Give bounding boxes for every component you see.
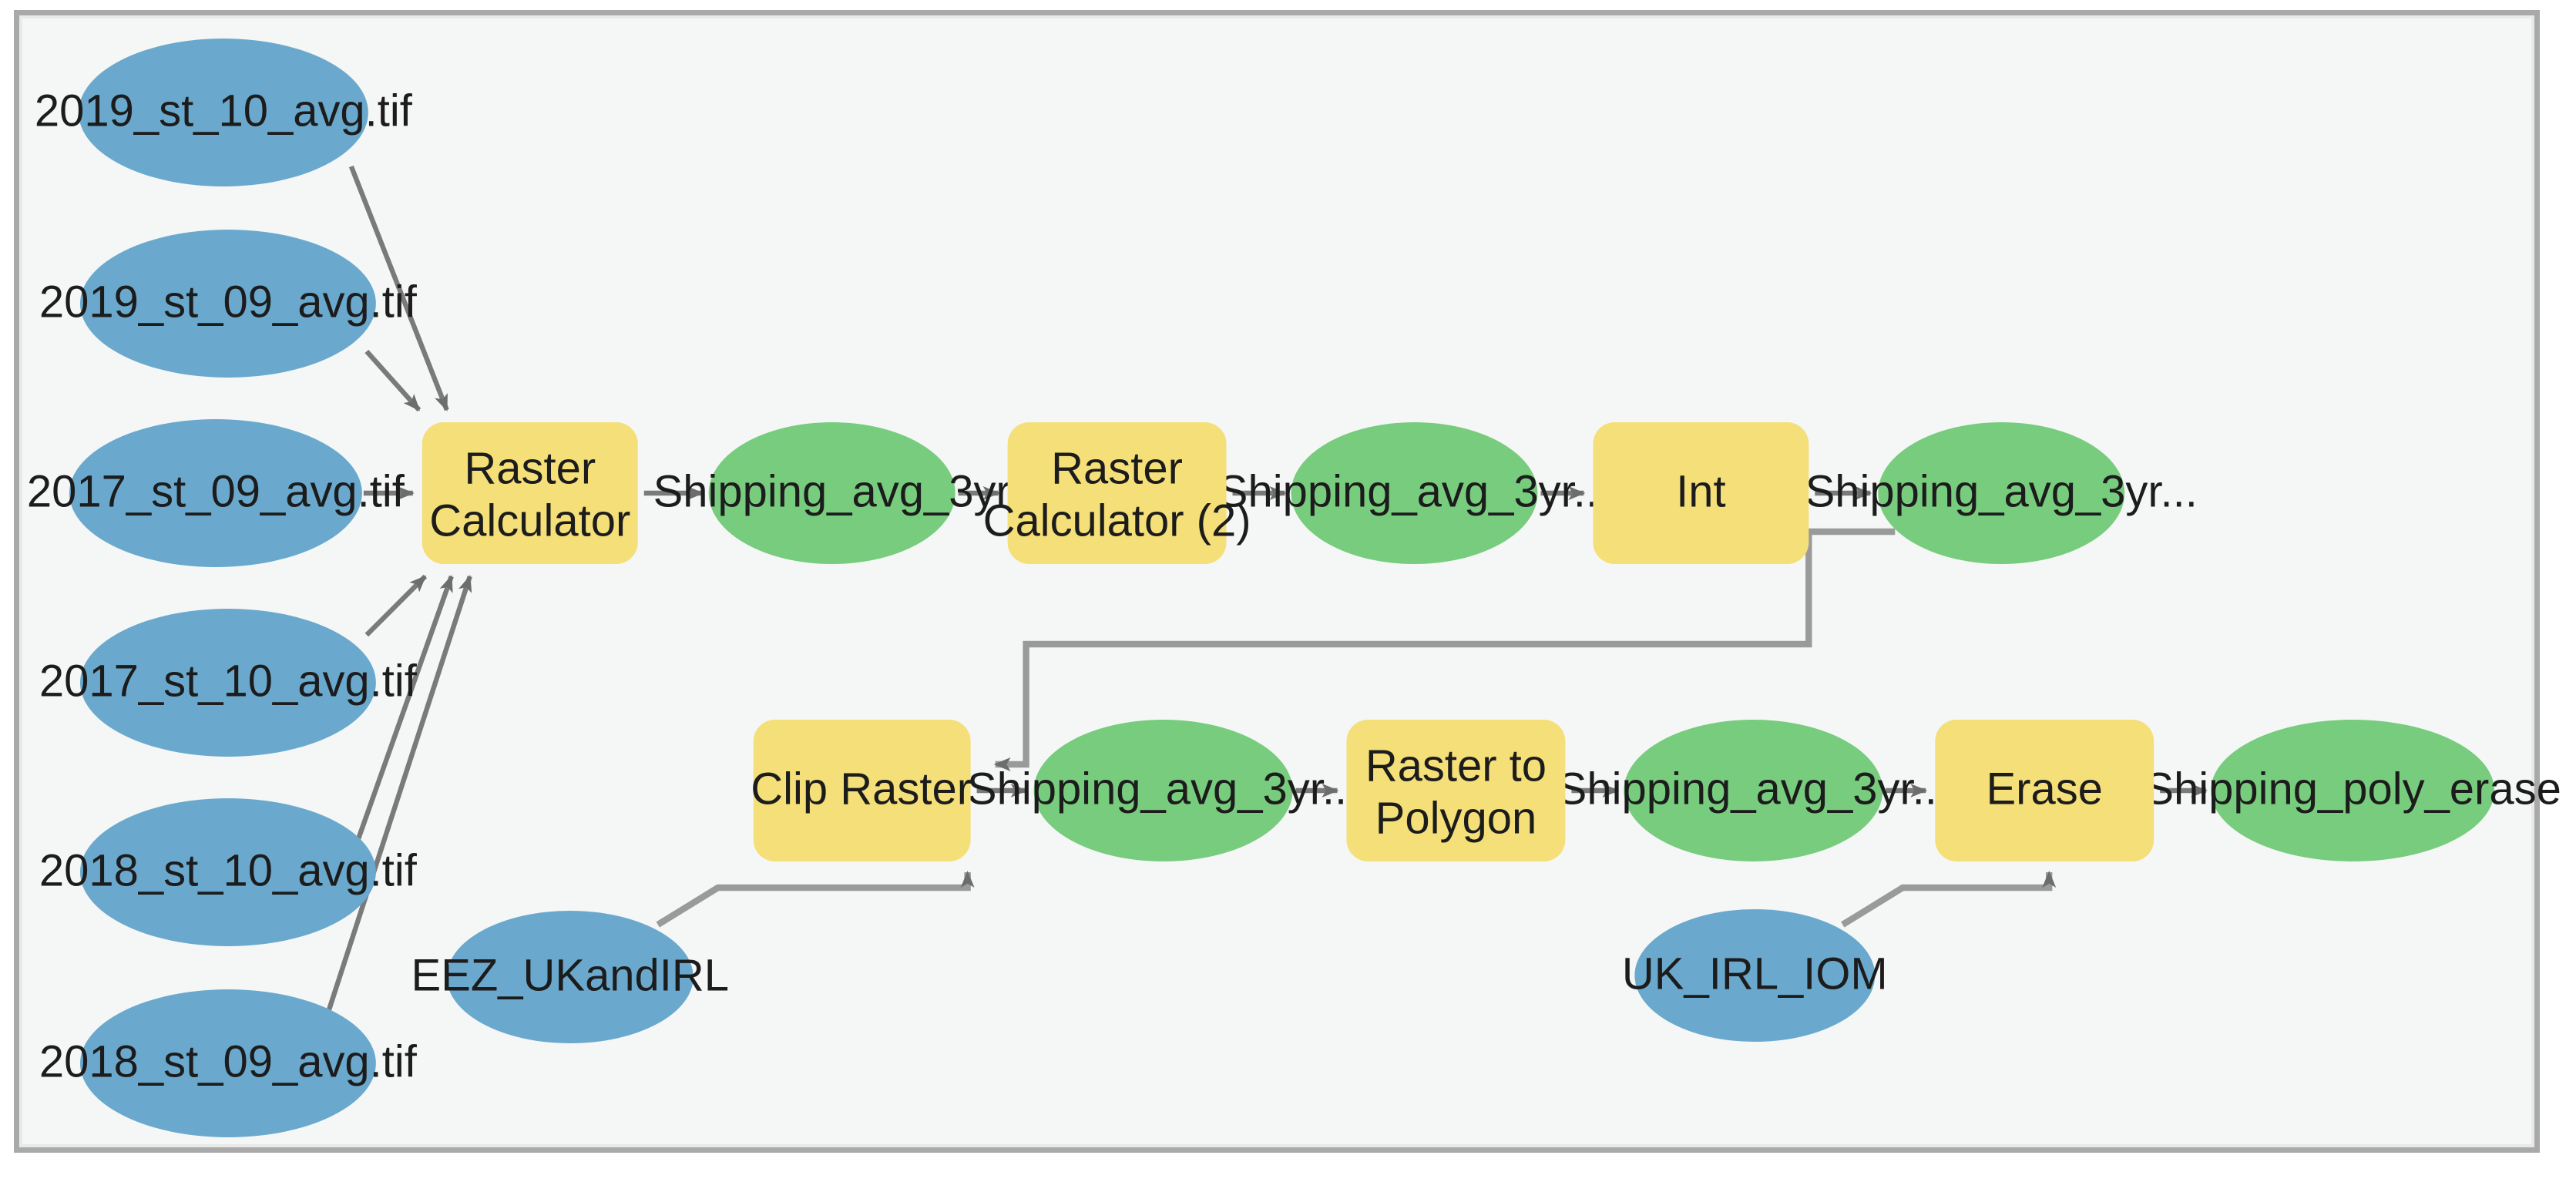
edge-2019-st-09-to-raster-calculator [364,349,421,412]
node-int[interactable]: Int [1593,422,1809,564]
edge-eez-to-clip-raster [656,871,975,928]
model-canvas-frame [14,10,2540,1153]
node-2019-st-09-avg-tif[interactable]: 2019_st_09_avg.tif [39,230,418,378]
node-2018-st-10-avg-tif[interactable]: 2018_st_10_avg.tif [39,798,418,946]
node-2017-st-10-avg-tif[interactable]: 2017_st_10_avg.tif [39,609,418,757]
node-raster-to-polygon[interactable]: Raster to Polygon [1346,720,1566,861]
node-clip-raster[interactable]: Clip Raster [751,720,972,861]
node-2018-st-09-avg-tif[interactable]: 2018_st_09_avg.tif [39,989,418,1137]
node-2019-st-10-avg-tif[interactable]: 2019_st_10_avg.tif [35,39,413,186]
node-erase[interactable]: Erase [1935,720,2155,861]
node-eez-ukandirl[interactable]: EEZ_UKandIRL [411,911,729,1043]
edge-2018-st-10-to-raster-calculator [354,575,454,843]
node-shipping-avg-3yr[interactable]: Shipping_avg_3yr [653,422,1011,564]
edge-2017-st-10-to-raster-calculator [364,574,428,637]
edge-layer [324,165,2208,1018]
edge-2019-st-10-to-raster-calculator [348,165,449,411]
edge-2018-st-09-to-raster-calculator [324,575,472,1018]
node-raster-calculator-2[interactable]: Raster Calculator (2) [983,422,1251,564]
input-nodes: 2019_st_10_avg.tif 2019_st_09_avg.tif 20… [27,39,1888,1137]
node-shipping-poly-erase[interactable]: Shipping_poly_erase [2144,720,2561,861]
model-canvas[interactable] [19,15,2534,1147]
node-2017-st-09-avg-tif[interactable]: 2017_st_09_avg.tif [27,419,405,567]
edge-shipping-avg-3yr-3-to-clip-raster [993,528,1896,771]
node-uk-irl-iom[interactable]: UK_IRL_IOM [1622,909,1888,1042]
node-raster-calculator[interactable]: Raster Calculator [421,422,638,564]
edge-uk-irl-iom-to-erase [1841,871,2057,928]
